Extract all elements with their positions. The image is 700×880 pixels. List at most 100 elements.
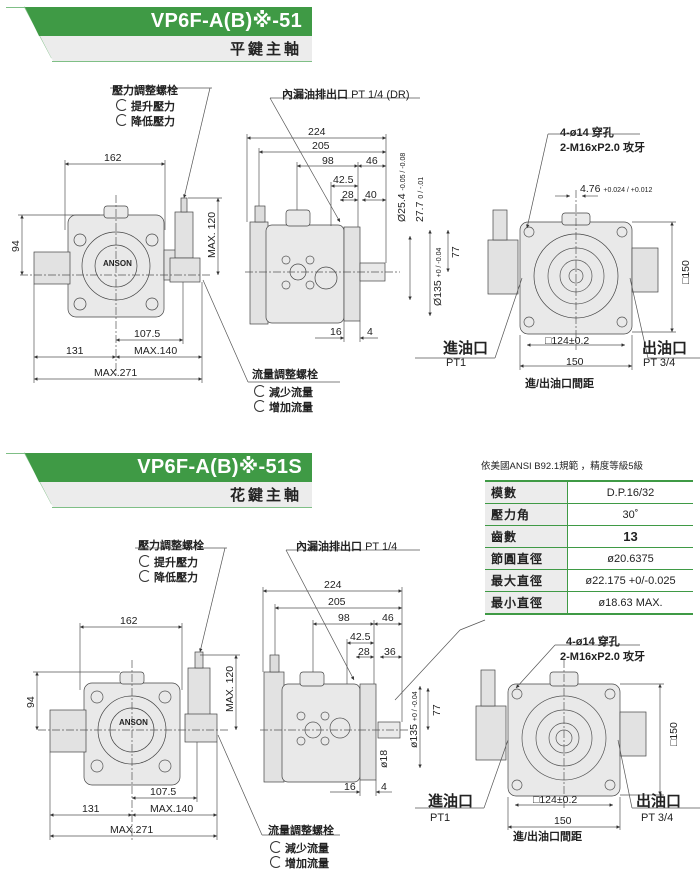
drain-port-label: 內漏油排出口 PT 1/4 bbox=[296, 541, 398, 553]
dim-224: 224 bbox=[308, 126, 326, 138]
pressure-decrease-label: 降低壓力 bbox=[139, 569, 198, 585]
inlet-spec: PT1 bbox=[446, 357, 467, 369]
dim-98: 98 bbox=[322, 155, 334, 167]
outlet-spec: PT 3/4 bbox=[643, 357, 676, 369]
model-title: VP6F-A(B)※-51 bbox=[150, 10, 302, 32]
pressure-increase-label: 提升壓力 bbox=[116, 98, 175, 114]
thread-label: 2-M16xP2.0 攻牙 bbox=[560, 142, 645, 154]
section-2-header: VP6F-A(B)※-51S 花鍵主軸 bbox=[0, 446, 312, 508]
dim-max120: MAX. 120 bbox=[206, 211, 218, 258]
dim-107-5: 107.5 bbox=[134, 328, 161, 340]
rotate-ccw-icon bbox=[254, 400, 266, 412]
dim-spline-18: ø18 bbox=[378, 749, 390, 768]
rotate-cw-icon bbox=[270, 841, 282, 853]
model-subtitle: 平鍵主軸 bbox=[229, 41, 302, 58]
dim-46: 46 bbox=[382, 612, 394, 624]
dim-40: 40 bbox=[365, 189, 377, 201]
dim-16: 16 bbox=[344, 781, 356, 793]
front-view-2 bbox=[33, 547, 340, 840]
rear-view-2 bbox=[415, 644, 700, 830]
dim-98: 98 bbox=[338, 612, 350, 624]
brand-logo: ANSON bbox=[103, 259, 132, 268]
dim-28: 28 bbox=[342, 189, 354, 201]
dim-max140: MAX.140 bbox=[134, 345, 178, 357]
dim-sq150: □150 bbox=[668, 722, 680, 746]
side-view-1 bbox=[245, 97, 450, 342]
flow-increase-label: 增加流量 bbox=[254, 399, 313, 415]
model-subtitle: 花鍵主軸 bbox=[229, 487, 302, 504]
inlet-label: 進油口 bbox=[443, 340, 489, 357]
dim-150: 150 bbox=[566, 356, 584, 368]
dim-16: 16 bbox=[330, 326, 342, 338]
port-spacing-label: 進/出油口間距 bbox=[525, 378, 595, 390]
spline-standard-note: 依美國ANSI B92.1規範 ，精度等級5級 bbox=[481, 461, 644, 472]
dim-max140: MAX.140 bbox=[150, 803, 194, 815]
dim-28: 28 bbox=[358, 646, 370, 658]
inlet-spec: PT1 bbox=[430, 812, 451, 824]
port-spacing-label: 進/出油口間距 bbox=[513, 831, 583, 843]
dim-key-4-76: 4.76 +0.024 / +0.012 bbox=[580, 183, 653, 195]
drain-port-label: 內漏油排出口 PT 1/4 (DR) bbox=[282, 89, 410, 101]
dim-42-5: 42.5 bbox=[333, 174, 354, 186]
rotate-ccw-icon bbox=[116, 114, 128, 126]
side-view-2 bbox=[260, 549, 486, 796]
dim-94: 94 bbox=[10, 240, 22, 252]
dim-205: 205 bbox=[328, 596, 346, 608]
pressure-increase-label: 提升壓力 bbox=[139, 554, 198, 570]
flow-screw-label: 流量調整螺栓 bbox=[268, 825, 334, 837]
rotate-ccw-icon bbox=[270, 856, 282, 868]
dim-42-5: 42.5 bbox=[350, 631, 371, 643]
dim-sq124: □124±0.2 bbox=[533, 794, 578, 806]
dim-150: 150 bbox=[554, 815, 572, 827]
mount-holes-label: 4-ø14 穿孔 bbox=[560, 127, 614, 139]
flow-increase-label: 增加流量 bbox=[270, 855, 329, 871]
outlet-label: 出油口 bbox=[642, 340, 688, 357]
dim-131: 131 bbox=[82, 803, 100, 815]
pressure-decrease-label: 降低壓力 bbox=[116, 113, 175, 129]
dim-36: 36 bbox=[384, 646, 396, 658]
dim-77: 77 bbox=[450, 246, 462, 258]
mount-holes-label: 4-ø14 穿孔 bbox=[566, 636, 620, 648]
dim-sq150: □150 bbox=[680, 260, 692, 284]
rotate-cw-icon bbox=[254, 385, 266, 397]
front-view-1 bbox=[18, 87, 340, 383]
dim-77: 77 bbox=[431, 704, 443, 716]
dim-205: 205 bbox=[312, 140, 330, 152]
inlet-label: 進油口 bbox=[428, 793, 474, 810]
pressure-screw-label: 壓力調整螺栓 bbox=[138, 540, 204, 552]
dim-sq124: □124±0.2 bbox=[545, 335, 590, 347]
brand-logo: ANSON bbox=[119, 718, 148, 727]
rotate-cw-icon bbox=[139, 555, 151, 567]
flow-decrease-label: 減少流量 bbox=[270, 840, 329, 856]
section-1-header: VP6F-A(B)※-51 平鍵主軸 bbox=[0, 0, 312, 62]
dim-max271: MAX.271 bbox=[110, 824, 154, 836]
dim-max120: MAX. 120 bbox=[224, 665, 236, 712]
rotate-ccw-icon bbox=[139, 570, 151, 582]
dim-bore-135: ø135 +0 / -0.04 bbox=[408, 691, 420, 748]
dim-shaft-25-4: Ø25.4 -0.05 / -0.08 bbox=[396, 152, 408, 222]
outlet-spec: PT 3/4 bbox=[641, 812, 674, 824]
dim-162: 162 bbox=[120, 615, 138, 627]
thread-label: 2-M16xP2.0 攻牙 bbox=[560, 651, 645, 663]
dim-4: 4 bbox=[367, 326, 373, 338]
dim-224: 224 bbox=[324, 579, 342, 591]
model-title: VP6F-A(B)※-51S bbox=[137, 456, 302, 478]
dim-4: 4 bbox=[381, 781, 387, 793]
rotate-cw-icon bbox=[116, 99, 128, 111]
rear-view-1 bbox=[415, 133, 700, 370]
dim-94: 94 bbox=[25, 696, 37, 708]
dim-162: 162 bbox=[104, 152, 122, 164]
dim-bore-135: Ø135 +0 / -0.04 bbox=[432, 247, 444, 306]
flow-decrease-label: 減少流量 bbox=[254, 384, 313, 400]
flow-screw-label: 流量調整螺栓 bbox=[252, 369, 318, 381]
dim-max271: MAX.271 bbox=[94, 367, 138, 379]
pressure-screw-label: 壓力調整螺栓 bbox=[112, 85, 178, 97]
outlet-label: 出油口 bbox=[636, 793, 682, 810]
